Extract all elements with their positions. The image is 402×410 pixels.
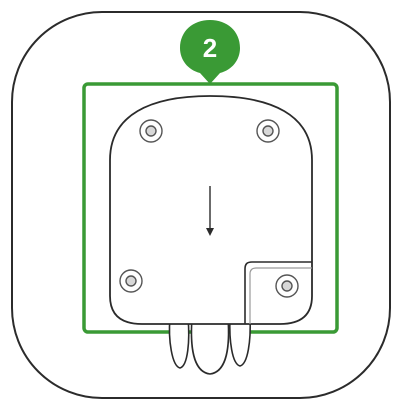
lock-recess-inner [249, 267, 312, 324]
mounting-screw-icon [139, 119, 163, 143]
down-arrow-icon [206, 186, 214, 236]
mounting-screw-icon [119, 269, 143, 293]
mounting-panel [109, 95, 313, 325]
step-number: 2 [203, 33, 217, 63]
lock-recess [244, 261, 312, 324]
mounting-screw-icon [256, 119, 280, 143]
bottom-clips [168, 317, 251, 375]
mounting-screw-icon [275, 274, 299, 298]
step-badge: 2 [180, 20, 240, 84]
